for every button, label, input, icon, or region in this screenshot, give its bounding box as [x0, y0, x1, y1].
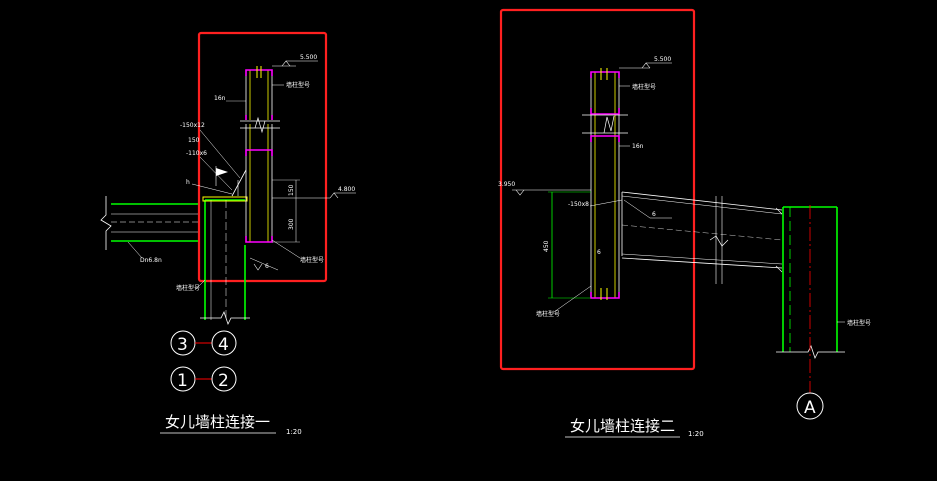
elev-mid-text: 4.800 — [338, 186, 355, 193]
detail-2: A 墙柱型号 5.500 3.950 450 -150x8 6 6 墙柱型号 墙… — [498, 8, 871, 438]
weld-flag-leader — [191, 183, 233, 195]
d2-weld-6b-text: 6 — [597, 249, 601, 256]
detail-1-scale: 1:20 — [286, 428, 302, 436]
detail-2-scale: 1:20 — [688, 430, 704, 438]
leader-note-bottom — [271, 239, 301, 259]
d2-leader-note-bottom — [553, 285, 592, 313]
plate-label-a: -150x12 — [180, 122, 205, 129]
leader-plate-a — [199, 129, 241, 179]
d2-elev-top-text: 5.500 — [654, 56, 671, 63]
bolt-label: 16n — [214, 95, 226, 102]
beam2-end-bottom — [775, 265, 783, 273]
note-left: Dn6.8n — [140, 257, 162, 264]
beam2-bottom — [621, 257, 783, 269]
beam2-center — [621, 224, 783, 241]
dim-300-text: 300 — [288, 218, 295, 230]
d2-note-top: 墙柱型号 — [632, 83, 656, 91]
axis-label-3: 3 — [177, 335, 188, 355]
note-bottom: 墙柱型号 — [300, 256, 324, 264]
d2-dim-450-text: 450 — [543, 240, 550, 252]
weld-symbol — [253, 263, 263, 271]
parapet-bottom-plate — [245, 236, 273, 243]
d2-elev-left-text: 3.950 — [498, 181, 515, 188]
d2-elev-top-marker — [641, 62, 651, 69]
elev-top-text: 5.500 — [300, 54, 317, 61]
parapet-break-zig — [254, 116, 266, 134]
highlight-box-2 — [499, 8, 696, 371]
axis-circle-2 — [211, 366, 237, 392]
parapet-mid-plate-bottom — [245, 149, 273, 156]
note-col: 墙柱型号 — [176, 284, 200, 292]
beam2-top — [621, 191, 783, 211]
detail-1-title: 女儿墙柱连接一 — [165, 413, 270, 431]
weld-6-text: 6 — [265, 263, 269, 270]
elev-top-marker — [281, 60, 291, 67]
note-right: 墙柱型号 — [847, 319, 871, 327]
beam2-bottom-inner — [621, 253, 783, 265]
detail-1: 5.500 4.800 150 300 墙柱型号 墙柱型号 16n -150x1… — [100, 31, 356, 436]
parapet2-mid-plate-bottom — [590, 135, 620, 142]
leader-col-note — [194, 279, 206, 291]
axis-label-A: A — [804, 398, 816, 418]
weld-leader — [249, 257, 279, 271]
d2-bolt-label: 16n — [632, 143, 644, 150]
d2-weld-6-text: 6 — [652, 211, 656, 218]
flag-label: h — [186, 179, 190, 186]
parapet-top-plate — [245, 69, 273, 76]
beam2-break-zig — [709, 235, 729, 247]
leader-left-note — [127, 241, 143, 259]
axis-label-4: 4 — [218, 335, 229, 355]
axis-circle-4 — [211, 330, 237, 356]
highlight-box-1 — [197, 31, 328, 283]
weld-flag — [216, 168, 228, 176]
axis-label-2: 2 — [218, 371, 229, 391]
parapet2-bottom-plate — [590, 292, 620, 299]
axis-label-1: 1 — [177, 371, 188, 391]
dim-150-text: 150 — [288, 184, 295, 196]
beam-break-line — [100, 196, 112, 250]
parapet2-top-plate — [590, 71, 620, 78]
note-top: 墙柱型号 — [286, 81, 310, 89]
beam2-top-inner — [621, 195, 783, 215]
parapet2-mid-plate-top — [590, 108, 620, 115]
d2-elev-left-marker — [515, 189, 525, 196]
d2-plate-label: -150x8 — [568, 201, 589, 208]
plate-label-c: -110x6 — [186, 150, 207, 157]
axis-circle-A — [796, 392, 824, 420]
beam2-end-top — [775, 207, 783, 215]
stiffener-diagonal — [231, 169, 247, 197]
right-col-break — [776, 344, 845, 360]
d2-leader-plate — [589, 199, 623, 207]
parapet2-break-zig — [603, 115, 615, 134]
plate-label-b: 150 — [188, 137, 200, 144]
elev-mid-marker — [329, 192, 339, 199]
cap-plate — [202, 196, 248, 202]
d2-note-bottom: 墙柱型号 — [536, 310, 560, 318]
d2-weld-leader — [623, 199, 651, 219]
column-break-line — [200, 310, 250, 326]
detail-2-title: 女儿墙柱连接二 — [570, 417, 675, 435]
